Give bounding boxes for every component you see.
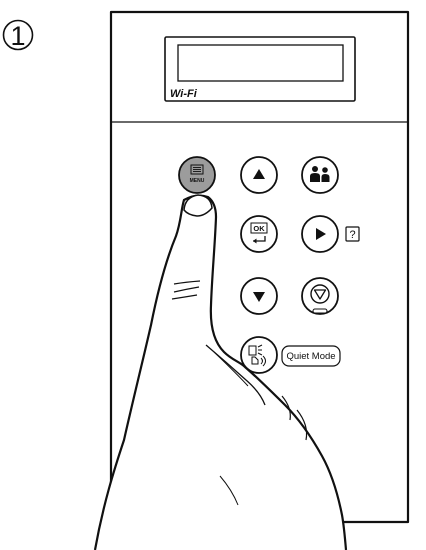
lcd-bezel <box>164 36 356 102</box>
palm-crease <box>219 475 239 506</box>
quiet-mode-label-box[interactable] <box>281 345 341 367</box>
step-number: 1 <box>10 21 25 51</box>
stop-button-shape[interactable] <box>301 277 339 315</box>
menu-button-shape[interactable] <box>178 156 216 194</box>
account-button-shape[interactable] <box>301 156 339 194</box>
menu-button-label: MENU <box>190 178 205 184</box>
lcd-screen <box>177 44 344 82</box>
enter-return-icon <box>253 236 266 244</box>
fingernail <box>183 194 213 217</box>
menu-list-icon <box>190 164 204 175</box>
ok-label-box <box>250 222 268 234</box>
account-button[interactable] <box>301 156 339 194</box>
stop-button[interactable] <box>301 277 339 315</box>
ok-button-shape[interactable] <box>240 215 278 253</box>
knuckle-crease <box>173 286 200 293</box>
arrow-up-icon <box>253 169 265 179</box>
quiet-mode-icon <box>248 344 266 367</box>
users-icon <box>310 166 330 182</box>
stop-icon <box>310 284 330 304</box>
down-button[interactable] <box>240 277 278 315</box>
pressing-hand-illustration <box>93 194 348 550</box>
help-label: ? <box>349 229 355 241</box>
arrow-right-icon <box>316 228 326 240</box>
wifi-label: Wi-Fi <box>170 88 198 100</box>
menu-button[interactable]: MENU <box>178 156 216 194</box>
up-button[interactable] <box>240 156 278 194</box>
arrow-down-icon <box>253 292 265 302</box>
finger-line <box>296 409 308 441</box>
control-panel <box>109 10 410 538</box>
knuckle-crease <box>173 280 201 285</box>
stop-indicator-lamp <box>312 308 328 314</box>
ok-button[interactable]: OK <box>240 215 278 253</box>
hand-outline <box>93 194 348 550</box>
panel-outline <box>109 10 410 538</box>
right-button[interactable] <box>301 215 339 253</box>
finger-line <box>281 395 291 421</box>
quiet-mode-button[interactable]: Quiet Mode <box>240 336 341 374</box>
help-box[interactable] <box>345 226 360 242</box>
ok-button-label: OK <box>253 224 265 233</box>
lcd-display: Wi-Fi <box>164 36 356 102</box>
knuckle-crease <box>171 294 198 300</box>
step-circle <box>2 19 34 51</box>
palm-crease <box>213 351 249 387</box>
quiet-mode-label: Quiet Mode <box>286 351 335 362</box>
step-marker: 1 <box>2 19 34 51</box>
help-indicator[interactable]: ? <box>345 226 360 242</box>
